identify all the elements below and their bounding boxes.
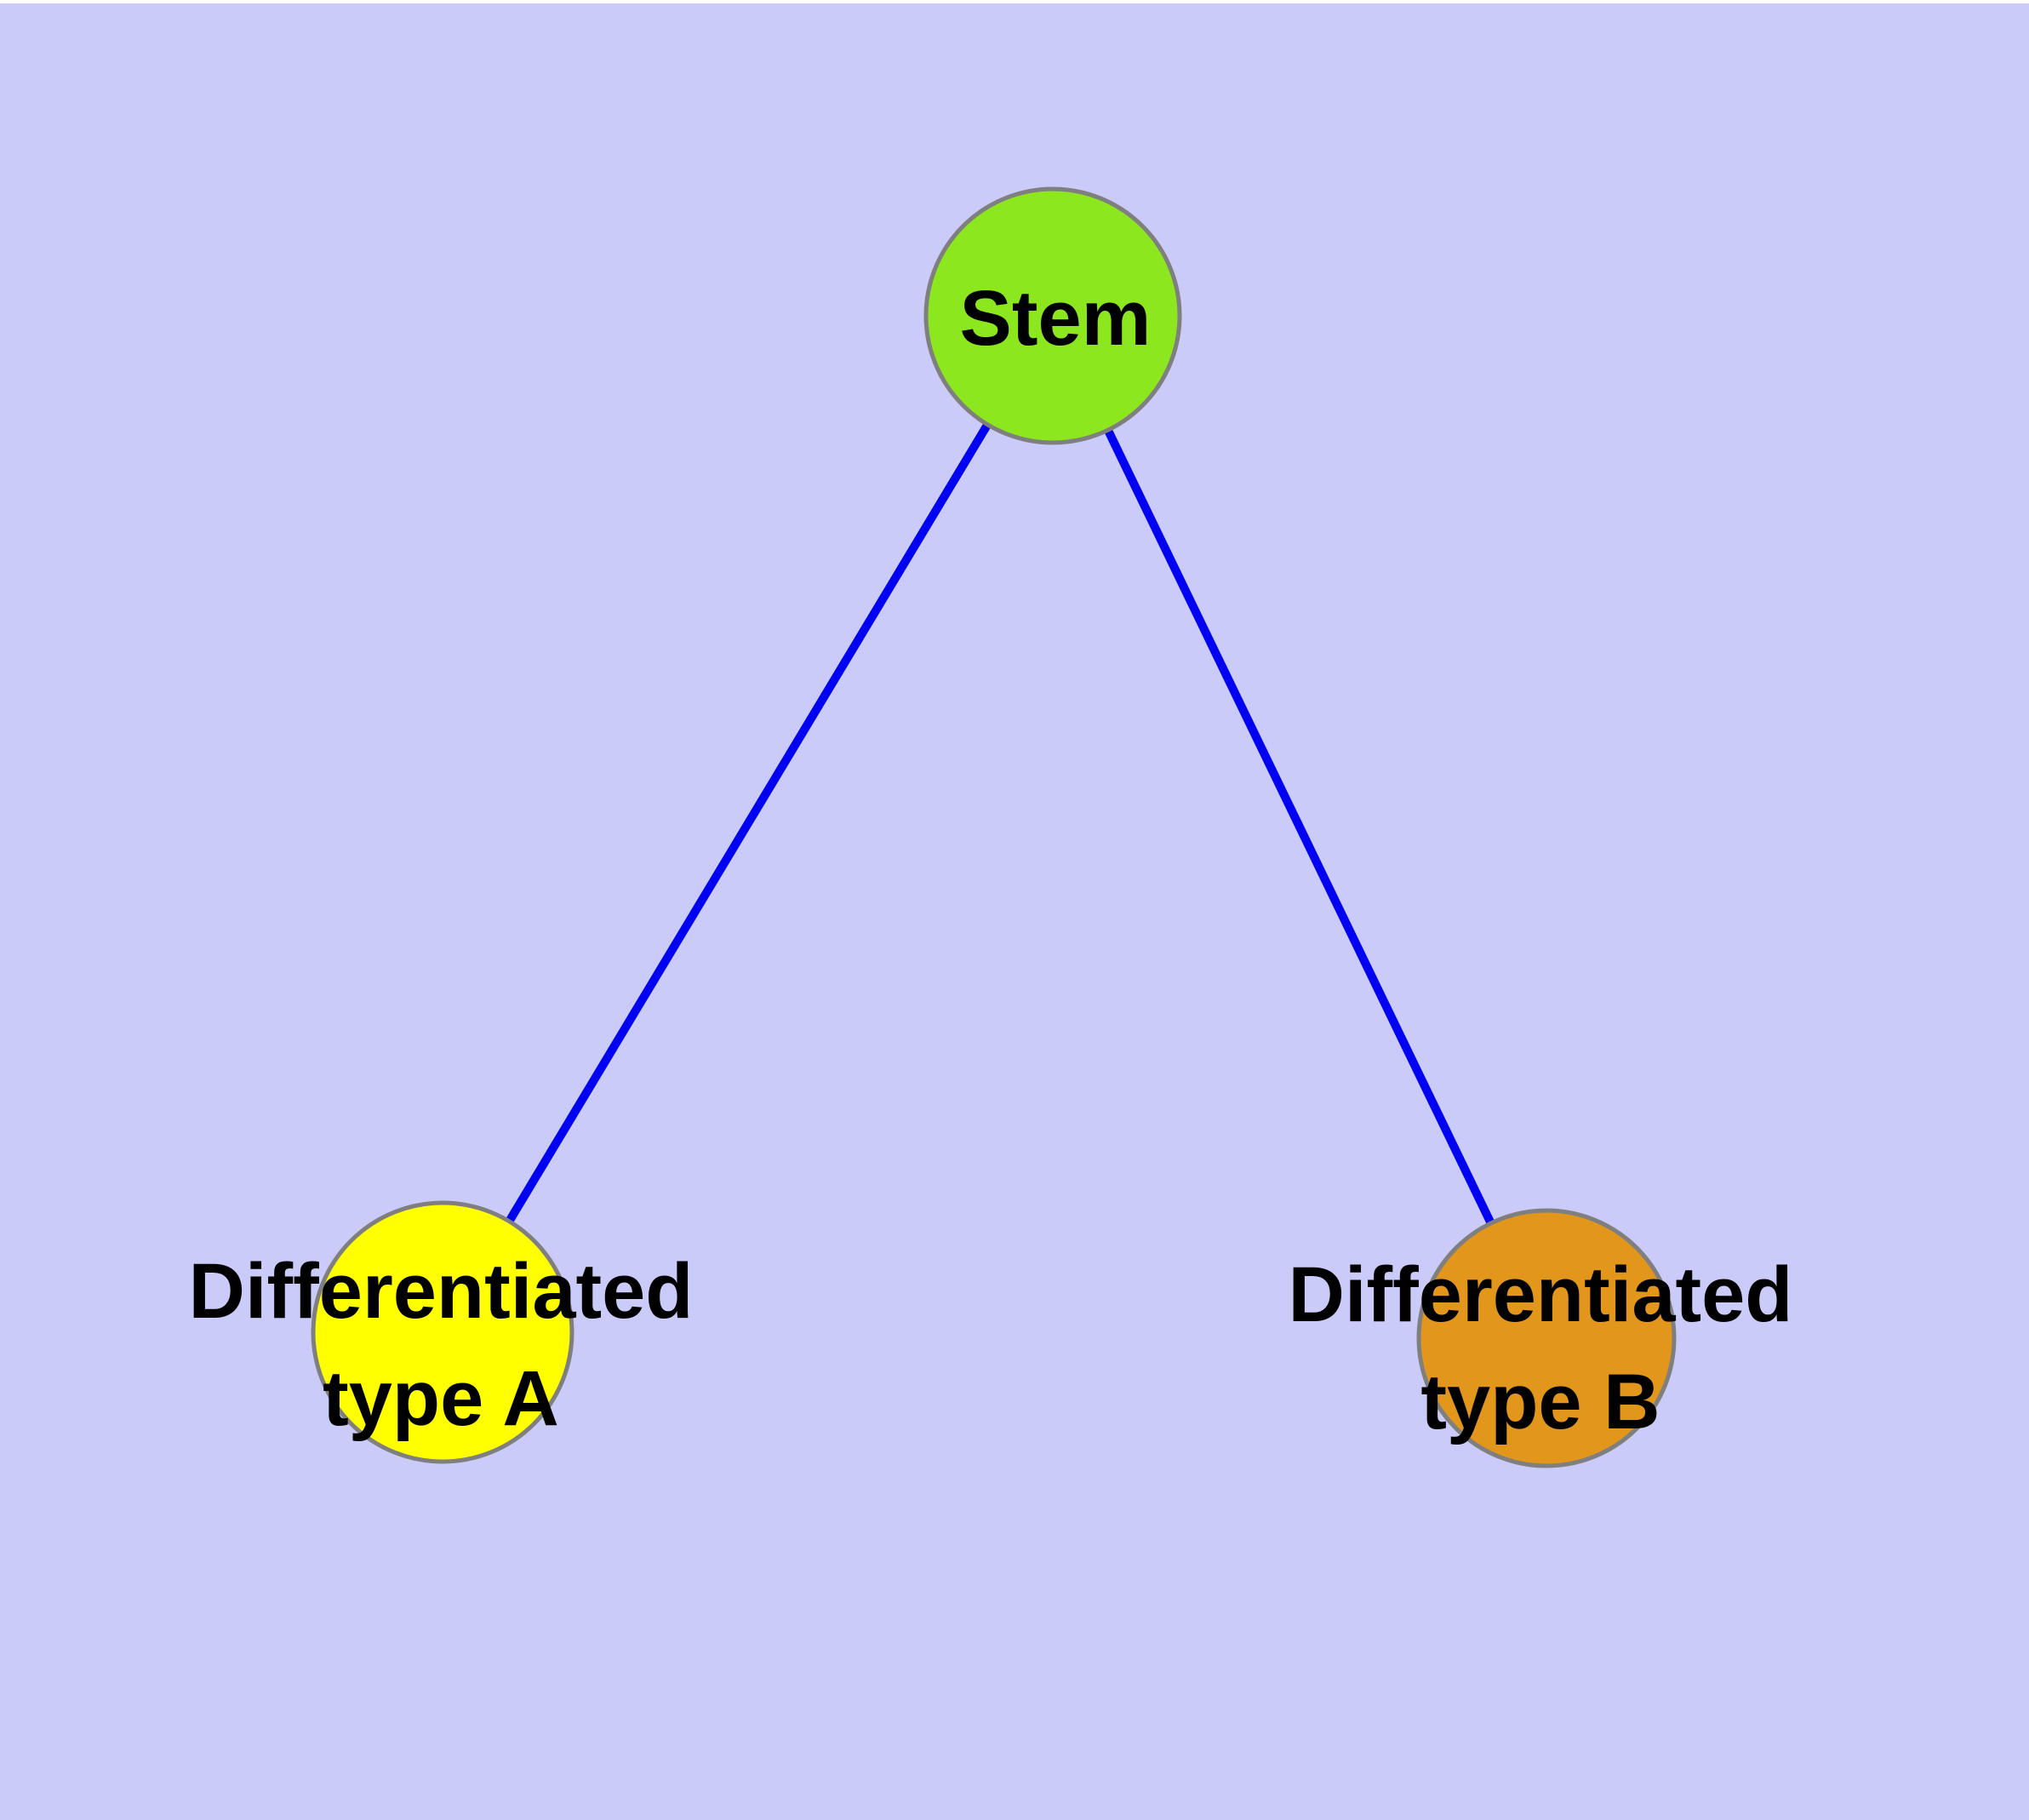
- node-type-b-label-line2: type B: [1420, 1359, 1660, 1445]
- edge-stem-to-type-b: [1049, 313, 1551, 1341]
- node-type-a-label-line2: type A: [323, 1355, 559, 1442]
- node-stem: Stem: [923, 186, 1182, 445]
- node-differentiated-type-a: Differentiated type A: [189, 1200, 694, 1464]
- node-type-b-circle: [1416, 1208, 1677, 1468]
- node-type-a-circle: [311, 1200, 574, 1464]
- node-stem-label: Stem: [960, 275, 1152, 362]
- node-type-b-label-line1: Differentiated: [1289, 1251, 1793, 1338]
- node-type-a-label-line1: Differentiated: [189, 1248, 694, 1335]
- edge-stem-to-type-a: [438, 313, 1057, 1335]
- edge-group: [438, 313, 1551, 1341]
- node-stem-circle: [923, 186, 1182, 445]
- node-differentiated-type-b: Differentiated type B: [1289, 1208, 1793, 1468]
